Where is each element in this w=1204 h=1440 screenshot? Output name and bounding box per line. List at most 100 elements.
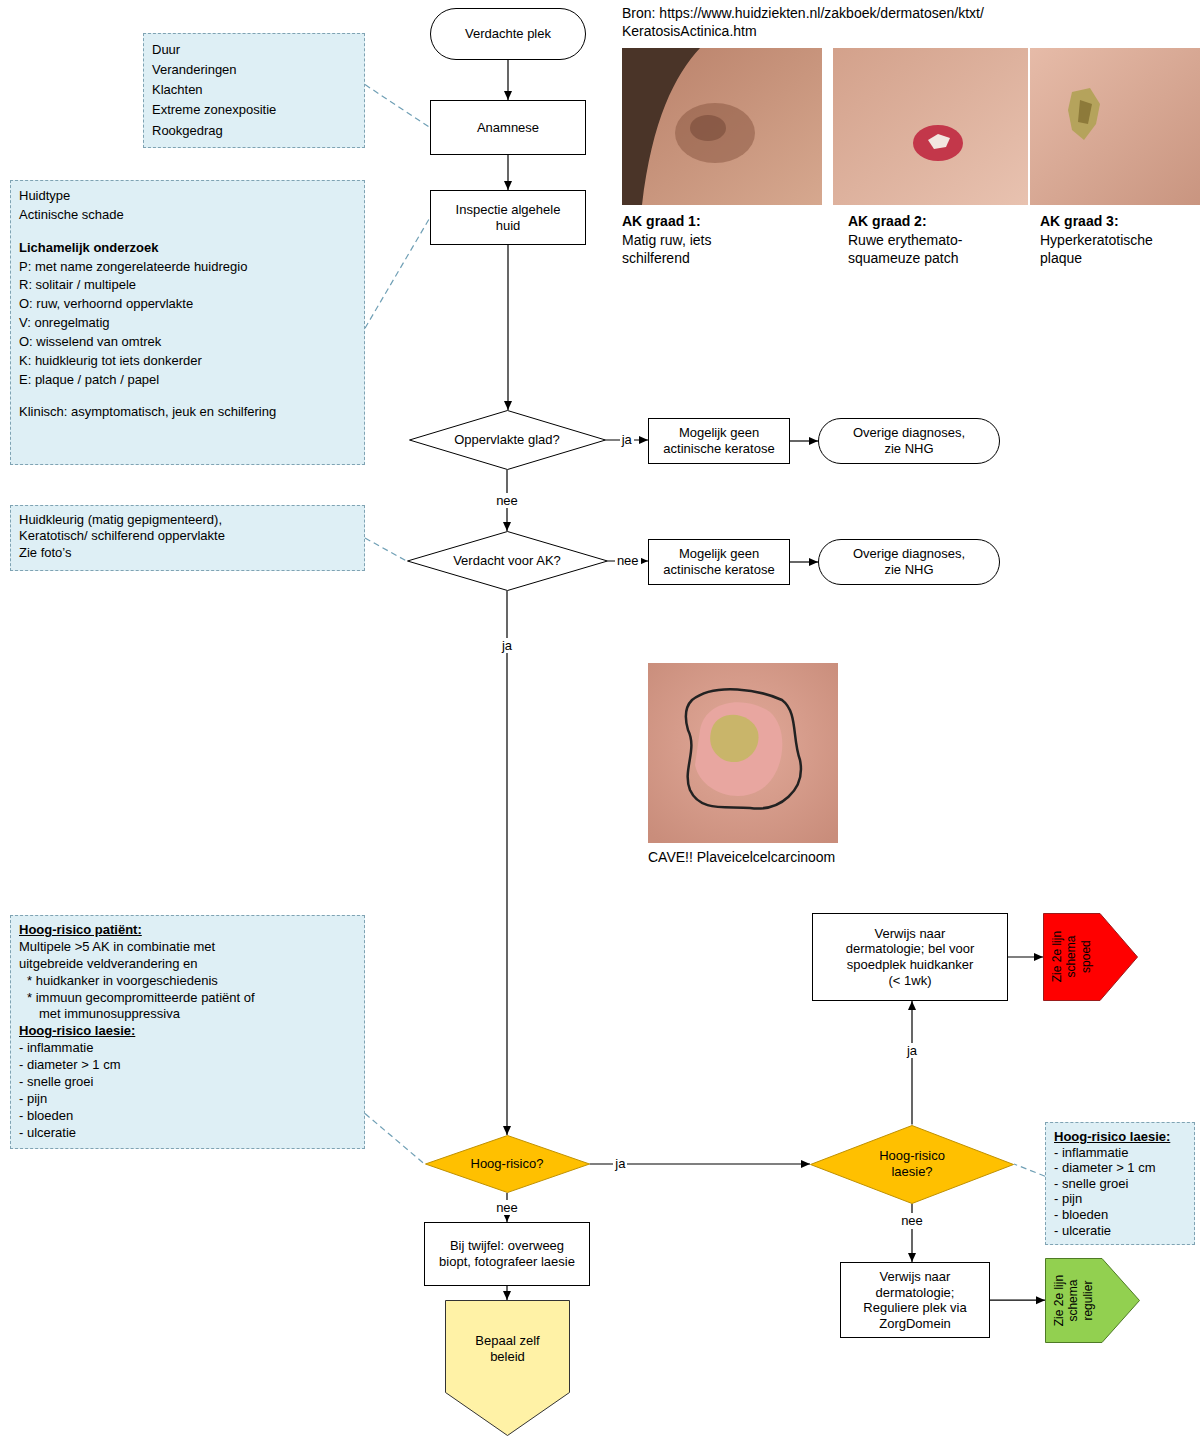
skin-photo <box>648 663 838 843</box>
node-text: K: huidkleurig tot iets donkerder <box>19 352 356 371</box>
leader-connector <box>1014 1164 1045 1176</box>
offpage-arrow: Zie 2e lijn schema regulier <box>1045 1258 1140 1343</box>
process-box: Verwijs naar dermatologie; Reguliere ple… <box>840 1262 990 1338</box>
edge-label: ja <box>500 638 514 654</box>
shape-fill <box>407 532 607 591</box>
node-text: - bloeden <box>1054 1207 1186 1223</box>
node-text: - ulceratie <box>1054 1223 1186 1239</box>
photo-scc <box>648 663 838 843</box>
shape-outline <box>445 1300 570 1436</box>
node-text: - pijn <box>1054 1191 1186 1207</box>
edge-label: nee <box>615 553 641 569</box>
node-text: Actinische schade <box>19 206 356 225</box>
flow-connector <box>504 245 512 410</box>
lesion <box>913 125 963 161</box>
source-note: Bron: https://www.huidziekten.nl/zakboek… <box>622 4 1072 40</box>
process-box: Mogelijk geen actinische keratose <box>648 418 790 464</box>
node-text: Bij twijfel: overweeg biopt, fotografeer… <box>437 1238 577 1269</box>
node-text: - snelle groei <box>19 1074 356 1091</box>
shape-fill <box>811 1125 1014 1203</box>
node-text: Hoog-risico laesie: <box>19 1023 356 1040</box>
flow-connector <box>504 155 512 190</box>
note-box: Hoog-risico patiënt:Multipele >5 AK in c… <box>10 915 365 1149</box>
arrowhead <box>503 1291 511 1300</box>
process-box: Mogelijk geen actinische keratose <box>648 539 790 585</box>
arrowhead <box>809 437 818 445</box>
node-text: Hoog-risico? <box>471 1156 544 1172</box>
arrowhead <box>801 1160 810 1168</box>
node-text: P: met name zongerelateerde huidregio <box>19 258 356 277</box>
node-text: R: solitair / multipele <box>19 276 356 295</box>
node-text: Hoog-risico laesie? <box>868 1148 956 1179</box>
decision-diamond: Verdacht voor AK? <box>407 531 608 591</box>
node-text: Zie foto’s <box>19 545 356 561</box>
edge-label: nee <box>494 493 520 509</box>
photo-caption: Matig ruw, iets schilferend <box>622 231 772 267</box>
photo-title: AK graad 2: <box>848 212 1028 230</box>
node-text: - snelle groei <box>1054 1176 1186 1192</box>
node-text: O: ruw, verhoornd oppervlakte <box>19 295 356 314</box>
arrowhead <box>1034 953 1043 961</box>
node-text: - ulceratie <box>19 1125 356 1142</box>
node-text: Multipele >5 AK in combinatie met uitgeb… <box>19 939 269 973</box>
arrowhead <box>809 558 818 566</box>
node-text: Huidkleurig (matig gepigmenteerd), <box>19 512 356 528</box>
text-wrap: Hoog-risico laesie? <box>868 1148 956 1179</box>
process-box: Bij twijfel: overweeg biopt, fotografeer… <box>424 1222 590 1286</box>
node-text: Keratotisch/ schilferend oppervlakte <box>19 528 356 544</box>
node-text: Verwijs naar dermatologie; Reguliere ple… <box>853 1269 978 1331</box>
node-text: Overige diagnoses, zie NHG <box>844 425 974 456</box>
shape-fill <box>425 1136 589 1193</box>
leader-connector <box>365 538 407 561</box>
leader-connector <box>365 85 430 128</box>
node-text: E: plaque / patch / papel <box>19 371 356 390</box>
node-text: Duur <box>152 40 356 60</box>
arrowhead <box>1036 1296 1045 1304</box>
lesion <box>1078 100 1092 124</box>
text-wrap: Verdacht voor AK? <box>453 553 561 569</box>
arrowhead <box>503 1126 511 1135</box>
connector-line <box>1014 1164 1045 1176</box>
shape-fill <box>409 411 605 470</box>
terminal-node: Overige diagnoses, zie NHG <box>818 418 1000 464</box>
node-text: Veranderingen <box>152 60 356 80</box>
arrowhead <box>908 1001 916 1010</box>
node-text: - inflammatie <box>1054 1145 1186 1161</box>
leader-connector <box>365 218 430 329</box>
node-text: O: wisselend van omtrek <box>19 333 356 352</box>
node-text: Verwijs naar dermatologie; bel voor spoe… <box>844 926 976 988</box>
node-text: Klachten <box>152 80 356 100</box>
node-text: - diameter > 1 cm <box>1054 1160 1186 1176</box>
marker-outline <box>686 689 801 808</box>
offpage-connector: Bepaal zelf beleid <box>445 1300 570 1436</box>
node-text: - diameter > 1 cm <box>19 1057 356 1074</box>
flow-connector <box>908 1001 916 1125</box>
note-box: HuidtypeActinische schadeLichamelijk ond… <box>10 180 365 465</box>
edge-label: ja <box>905 1043 919 1059</box>
flow-connector <box>504 60 512 100</box>
photo-ak-grade-1 <box>622 48 822 205</box>
connector-line <box>365 538 407 561</box>
node-text: Rookgedrag <box>152 121 356 141</box>
node-text: Huidtype <box>19 187 356 206</box>
edge-label: ja <box>620 432 634 448</box>
node-text: Klinisch: asymptomatisch, jeuk en schilf… <box>19 403 356 422</box>
node-text: Hoog-risico patiënt: <box>19 922 356 939</box>
flow-connector <box>1008 953 1043 961</box>
leader-connector <box>365 1114 425 1164</box>
node-text: - pijn <box>19 1091 356 1108</box>
node-text: Lichamelijk onderzoek <box>19 239 356 258</box>
offpage-arrow: Zie 2e lijn schema spoed <box>1043 913 1138 1001</box>
arrowhead <box>504 401 512 410</box>
node-text: V: onregelmatig <box>19 314 356 333</box>
arrowhead <box>639 436 648 444</box>
node-text: Verdachte plek <box>465 26 551 42</box>
lesion <box>675 103 755 163</box>
note-box: DuurVeranderingenKlachtenExtreme zonexpo… <box>143 33 365 148</box>
flow-connector <box>990 1296 1045 1304</box>
edge-label: ja <box>613 1156 627 1172</box>
node-text: Oppervlakte glad? <box>454 432 560 448</box>
flow-connector <box>503 591 511 1135</box>
shape-fill <box>1046 1259 1140 1343</box>
photo-ak-grade-3 <box>1030 48 1200 205</box>
